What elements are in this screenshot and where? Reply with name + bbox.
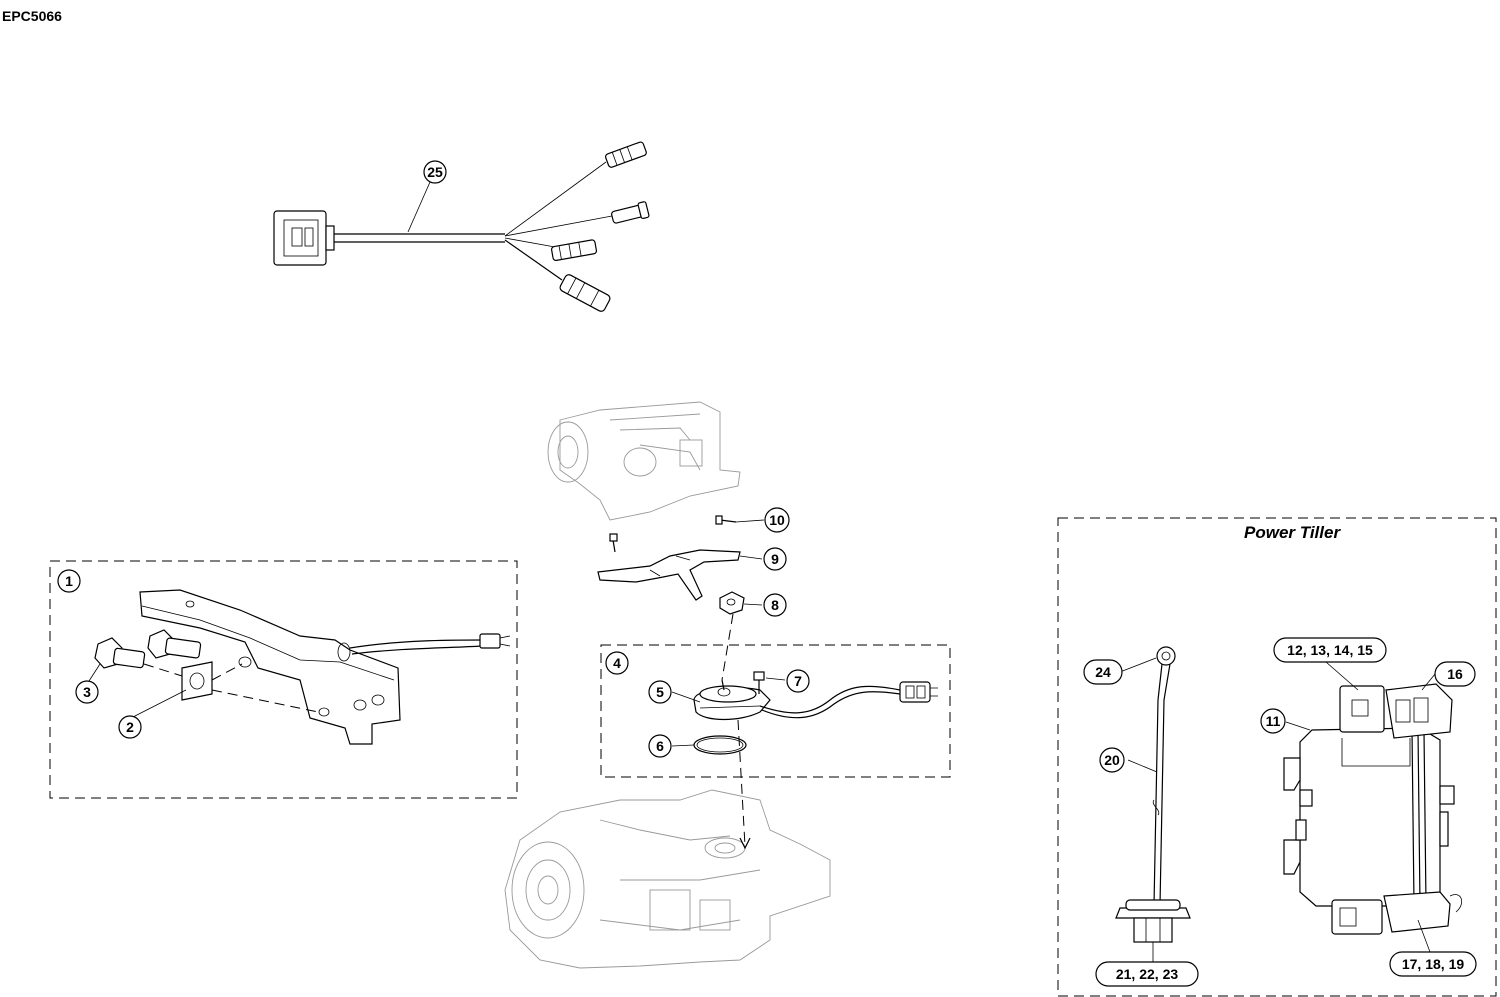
callout-5-label: 5 — [656, 684, 664, 700]
diagram-code: EPC5066 — [2, 8, 62, 24]
callout-17-19-label: 17, 18, 19 — [1402, 956, 1464, 972]
callout-24: 24 — [1083, 659, 1123, 685]
sensor-mount-parts-drawing — [597, 515, 765, 681]
callout-2-label: 2 — [126, 719, 134, 735]
ground-cable-drawing — [1115, 646, 1191, 962]
power-tiller-section-title: Power Tiller — [1244, 523, 1341, 542]
wiring-harness-drawing — [273, 141, 650, 312]
callout-17-18-19: 17, 18, 19 — [1389, 951, 1477, 977]
callout-20: 20 — [1099, 747, 1125, 773]
callout-20-label: 20 — [1104, 752, 1120, 768]
callout-25: 25 — [407, 160, 447, 233]
callout-4: 4 — [605, 651, 629, 675]
callout-9-label: 9 — [771, 551, 779, 567]
group-box-4 — [600, 644, 951, 778]
callout-16-label: 16 — [1447, 666, 1463, 682]
callout-10: 10 — [764, 507, 790, 533]
callout-3: 3 — [75, 680, 99, 704]
group-box-1 — [49, 560, 518, 799]
callout-16: 16 — [1434, 661, 1476, 687]
callout-21-23-label: 21, 22, 23 — [1116, 966, 1178, 982]
callout-1: 1 — [57, 569, 81, 593]
callout-21-22-23: 21, 22, 23 — [1095, 961, 1199, 987]
callout-4-label: 4 — [613, 655, 621, 671]
callout-24-label: 24 — [1095, 664, 1111, 680]
callout-2: 2 — [118, 715, 142, 739]
callout-11-label: 11 — [1266, 713, 1281, 729]
callout-10-label: 10 — [769, 512, 785, 528]
axle-housing-ghost-drawing — [504, 401, 831, 969]
callout-8: 8 — [763, 593, 787, 617]
callout-7: 7 — [786, 669, 810, 693]
callout-25-label: 25 — [427, 164, 443, 180]
callout-12-13-14-15: 12, 13, 14, 15 — [1273, 637, 1387, 663]
sensor-bracket-assembly-drawing — [88, 589, 511, 745]
callout-12-15-label: 12, 13, 14, 15 — [1287, 642, 1373, 658]
callout-11: 11 — [1260, 708, 1286, 734]
callout-7-label: 7 — [794, 673, 802, 689]
callout-3-label: 3 — [83, 684, 91, 700]
callout-1-label: 1 — [65, 573, 73, 589]
callout-6-label: 6 — [656, 738, 664, 754]
callout-6: 6 — [648, 734, 672, 758]
callout-9: 9 — [763, 547, 787, 571]
callout-5: 5 — [648, 680, 672, 704]
control-module-drawing — [1283, 661, 1463, 953]
power-tiller-box — [1057, 517, 1497, 997]
callout-8-label: 8 — [771, 597, 779, 613]
position-sensor-drawing — [671, 671, 938, 850]
